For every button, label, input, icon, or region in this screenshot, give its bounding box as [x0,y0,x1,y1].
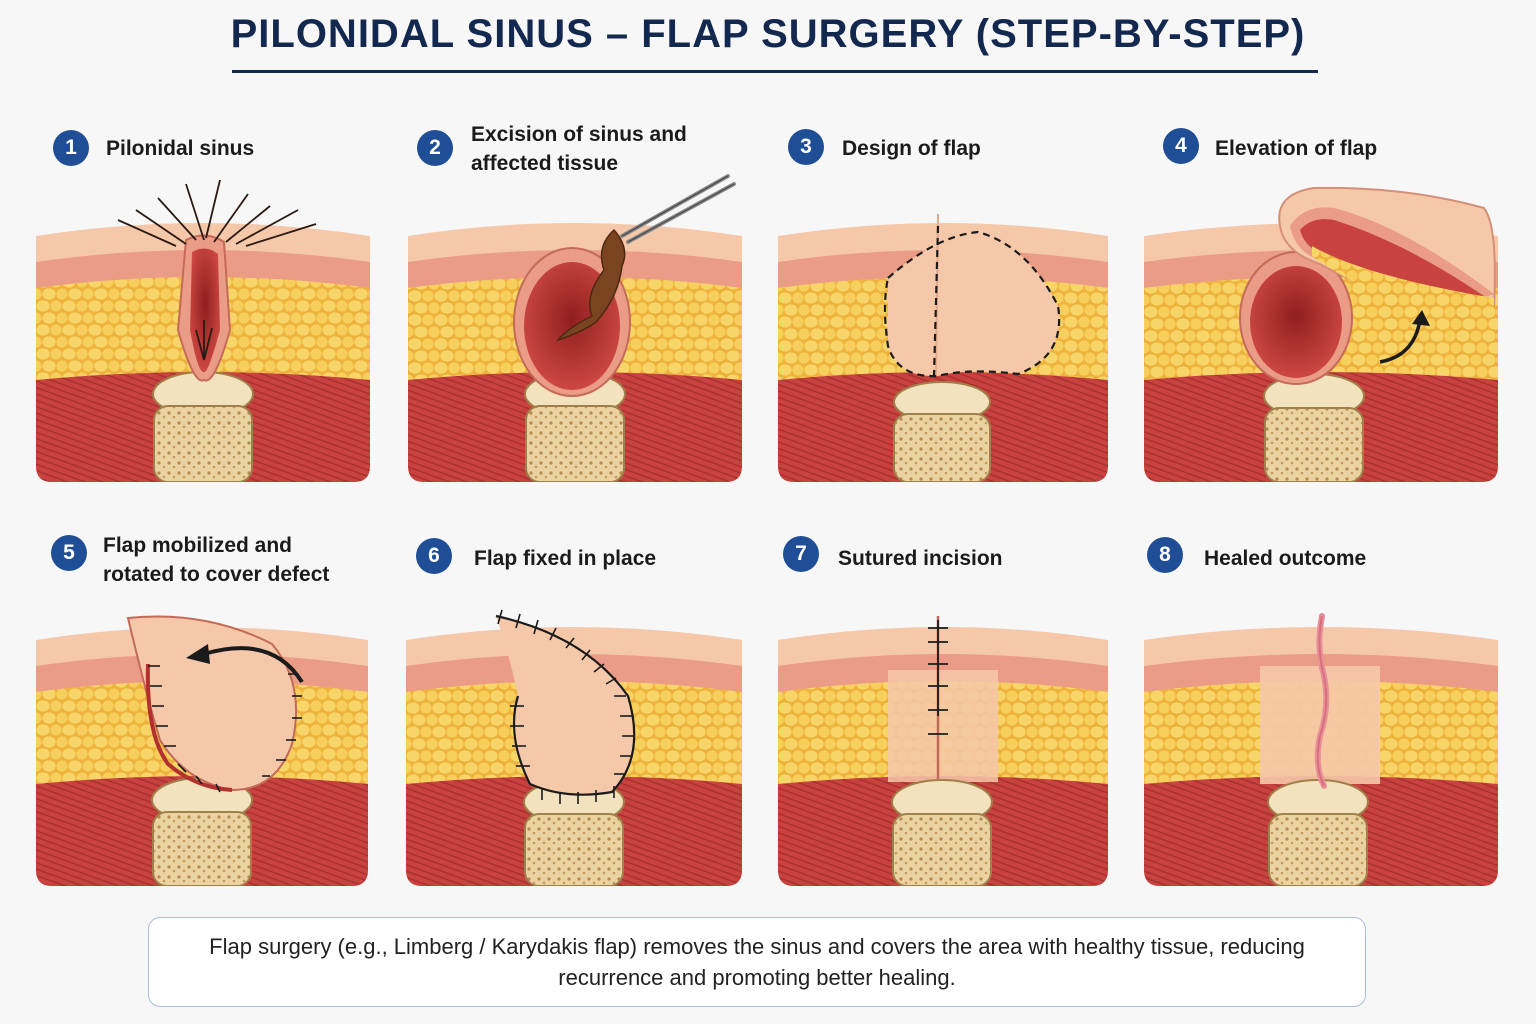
step-1-label: Pilonidal sinus [106,137,255,160]
step-2-label: Excision of sinus and affected tissue [471,123,687,175]
step-6-illustration [406,609,742,886]
title-underline [232,70,1318,73]
step-6-badge: 6 [416,538,452,574]
caption-text: Flap surgery (e.g., Limberg / Karydakis … [209,934,1305,990]
step-3-illustration [778,213,1108,482]
step-5-badge: 5 [51,535,87,571]
step-1-badge: 1 [53,130,89,166]
step-1-illustration [36,180,370,482]
step-4-badge: 4 [1163,128,1199,164]
caption-box: Flap surgery (e.g., Limberg / Karydakis … [148,917,1366,1007]
step-2-illustration [408,174,742,482]
step-3-badge: 3 [788,129,824,165]
step-7-illustration [778,616,1108,886]
step-3-label: Design of flap [842,137,981,160]
page-title: PILONIDAL SINUS – FLAP SURGERY (STEP-BY-… [230,12,1306,56]
step-7-badge: 7 [783,536,819,572]
step-8-illustration [1144,613,1498,886]
step-8-label: Healed outcome [1204,547,1367,570]
step-2-badge: 2 [417,130,453,166]
step-5-illustration [36,615,368,886]
step-4-label: Elevation of flap [1215,137,1378,160]
step-5-label: Flap mobilized and rotated to cover defe… [103,534,330,586]
step-8-badge: 8 [1147,537,1183,573]
step-7-label: Sutured incision [838,547,1003,570]
step-4-illustration [1144,186,1498,482]
step-6-label: Flap fixed in place [474,547,657,570]
